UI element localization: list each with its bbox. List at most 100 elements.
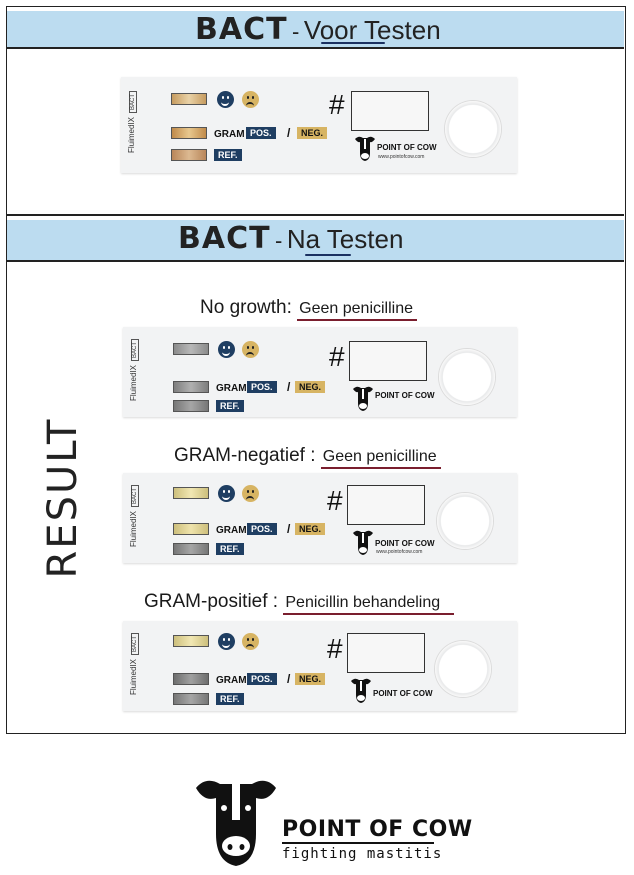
neg-tag: NEG.	[297, 127, 328, 139]
hash-sign: #	[327, 633, 343, 664]
result-label: GRAM-negatief :	[174, 445, 316, 466]
sad-face-icon	[242, 341, 259, 358]
title-subtitle: Voor Testen	[303, 15, 441, 45]
pos-tag: POS.	[247, 673, 277, 685]
title-subtitle: Na Testen	[286, 224, 404, 254]
cow-url-text: www.pointofcow.com	[376, 549, 423, 555]
sample-id-box	[347, 633, 425, 673]
reagent-pad-gram	[173, 381, 209, 393]
cow-url-text: www.pointofcow.com	[378, 154, 425, 160]
section-title-after: BACT - Na Testen	[178, 221, 403, 256]
slash: /	[287, 380, 291, 394]
cow-logo-icon	[351, 678, 371, 703]
result-label: No growth:	[200, 297, 292, 318]
cow-logo-icon	[353, 530, 373, 555]
divider	[7, 260, 624, 262]
cow-logo-icon	[353, 386, 373, 411]
strip-brand: FluimedIXBACT	[127, 90, 137, 153]
reagent-pad-gram	[173, 673, 209, 685]
reagent-pad-1	[173, 487, 209, 499]
gram-label: GRAM	[214, 129, 245, 140]
hash-sign: #	[329, 341, 345, 372]
ref-tag: REF.	[216, 693, 244, 705]
neg-tag: NEG.	[295, 523, 326, 535]
test-strip-before: FluimedIXBACT GRAM POS. / NEG. REF. # PO…	[121, 77, 517, 173]
strip-badge: BACT	[131, 484, 139, 507]
reagent-pad-gram	[171, 127, 207, 139]
result-value: Penicillin behandeling	[283, 594, 455, 615]
header-band-before	[7, 11, 624, 47]
sad-face-icon	[242, 485, 259, 502]
pos-tag: POS.	[247, 381, 277, 393]
hash-sign: #	[329, 89, 345, 120]
result-value: Geen penicilline	[320, 448, 441, 469]
title-underline	[321, 42, 385, 44]
reagent-pad-gram	[173, 523, 209, 535]
ref-tag: REF.	[216, 400, 244, 412]
title-bact: BACT	[178, 221, 271, 256]
strip-badge: BACT	[129, 90, 137, 113]
slash: /	[287, 672, 291, 686]
reagent-pad-ref	[173, 400, 209, 412]
title-underline	[305, 254, 351, 256]
result-label: GRAM-positief :	[144, 591, 279, 612]
cow-brand-text: POINT OF COW	[373, 689, 433, 698]
reagent-pad-ref	[171, 149, 207, 161]
title-bact: BACT	[195, 12, 288, 47]
reagent-pad-1	[171, 93, 207, 105]
ref-tag: REF.	[214, 149, 242, 161]
reagent-pad-1	[173, 343, 209, 355]
header-band-after	[7, 220, 624, 260]
cow-brand-text: POINT OF COW	[375, 391, 435, 400]
cow-brand-text: POINT OF COW	[375, 539, 435, 548]
point-of-cow-logo-icon	[196, 780, 276, 866]
gram-label: GRAM	[216, 525, 247, 536]
sad-face-icon	[242, 633, 259, 650]
pos-tag: POS.	[246, 127, 276, 139]
test-strip-gram-positive: FluimedIXBACT GRAM POS. / NEG. REF. # PO…	[123, 621, 517, 711]
happy-face-icon	[217, 91, 234, 108]
footer-divider	[282, 842, 434, 844]
happy-face-icon	[218, 485, 235, 502]
happy-face-icon	[218, 633, 235, 650]
result-value: Geen penicilline	[297, 300, 418, 321]
sample-well	[439, 349, 495, 405]
divider	[7, 214, 624, 216]
ref-tag: REF.	[216, 543, 244, 555]
gram-label: GRAM	[216, 675, 247, 686]
happy-face-icon	[218, 341, 235, 358]
sample-well	[437, 493, 493, 549]
result-caption-3: GRAM-positief : Penicillin behandeling	[144, 591, 455, 615]
divider	[7, 47, 624, 49]
slash: /	[287, 126, 291, 140]
footer-brand-name: POINT OF COW	[282, 817, 473, 842]
section-title-before: BACT - Voor Testen	[195, 12, 441, 47]
reagent-pad-ref	[173, 693, 209, 705]
strip-badge: BACT	[131, 338, 139, 361]
neg-tag: NEG.	[295, 673, 326, 685]
cow-brand-text: POINT OF COW	[377, 143, 437, 152]
result-caption-1: No growth: Geen penicilline	[200, 297, 418, 321]
result-side-label: RESULT	[40, 417, 86, 579]
strip-badge: BACT	[131, 632, 139, 655]
strip-brand: FluimedIXBACT	[129, 338, 139, 401]
sample-well	[445, 101, 501, 157]
sample-id-box	[351, 91, 429, 131]
gram-label: GRAM	[216, 383, 247, 394]
sad-face-icon	[242, 91, 259, 108]
card-frame: BACT - Voor Testen FluimedIXBACT GRAM PO…	[6, 6, 626, 734]
test-strip-no-growth: FluimedIXBACT GRAM POS. / NEG. REF. # PO…	[123, 327, 517, 417]
title-dash: -	[275, 228, 283, 253]
reagent-pad-1	[173, 635, 209, 647]
footer-tagline: fighting mastitis	[282, 846, 443, 862]
sample-id-box	[347, 485, 425, 525]
pos-tag: POS.	[247, 523, 277, 535]
hash-sign: #	[327, 485, 343, 516]
title-dash: -	[292, 19, 300, 44]
sample-id-box	[349, 341, 427, 381]
result-caption-2: GRAM-negatief : Geen penicilline	[174, 445, 441, 469]
cow-logo-icon	[355, 136, 375, 161]
neg-tag: NEG.	[295, 381, 326, 393]
strip-brand: FluimedIXBACT	[129, 484, 139, 547]
slash: /	[287, 522, 291, 536]
